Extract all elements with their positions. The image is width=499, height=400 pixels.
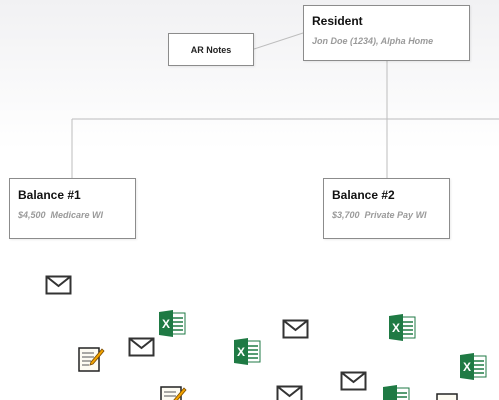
envelope-icon[interactable] [276, 385, 303, 400]
excel-icon[interactable]: X [158, 310, 186, 337]
balance-2-payer: Private Pay WI [364, 210, 427, 220]
note-icon[interactable] [78, 346, 105, 372]
excel-icon[interactable] [382, 385, 410, 400]
resident-node[interactable]: Resident Jon Doe (1234), Alpha Home [303, 5, 470, 61]
envelope-icon[interactable] [282, 319, 309, 339]
ar-notes-node[interactable]: AR Notes [168, 33, 254, 66]
balance-1-title: Balance #1 [18, 188, 81, 202]
resident-detail: Jon Doe (1234), Alpha Home [312, 36, 434, 46]
excel-icon[interactable]: X [388, 314, 416, 341]
balance-2-amount: $3,700 [332, 210, 360, 220]
svg-text:X: X [392, 321, 400, 335]
svg-text:X: X [162, 317, 170, 331]
envelope-icon[interactable] [45, 275, 72, 295]
note-icon[interactable] [160, 385, 187, 400]
balance-1-detail: $4,500 Medicare WI [18, 210, 127, 220]
balance-2-title: Balance #2 [332, 188, 395, 202]
envelope-icon[interactable] [128, 337, 155, 357]
balance-1-amount: $4,500 [18, 210, 46, 220]
resident-title: Resident [312, 14, 363, 28]
note-icon[interactable] [436, 392, 463, 400]
svg-text:X: X [237, 345, 245, 359]
balance-node-2[interactable]: Balance #2 $3,700 Private Pay WI [323, 178, 450, 239]
balance-1-payer: Medicare WI [50, 210, 104, 220]
svg-text:X: X [463, 360, 471, 374]
excel-icon[interactable]: X [233, 338, 261, 365]
excel-icon[interactable]: X [459, 353, 487, 380]
ar-notes-label: AR Notes [190, 44, 232, 55]
balance-2-detail: $3,700 Private Pay WI [332, 210, 441, 220]
resident-to-notes-connector [253, 32, 304, 50]
balance-node-1[interactable]: Balance #1 $4,500 Medicare WI [9, 178, 136, 239]
envelope-icon[interactable] [340, 371, 367, 391]
